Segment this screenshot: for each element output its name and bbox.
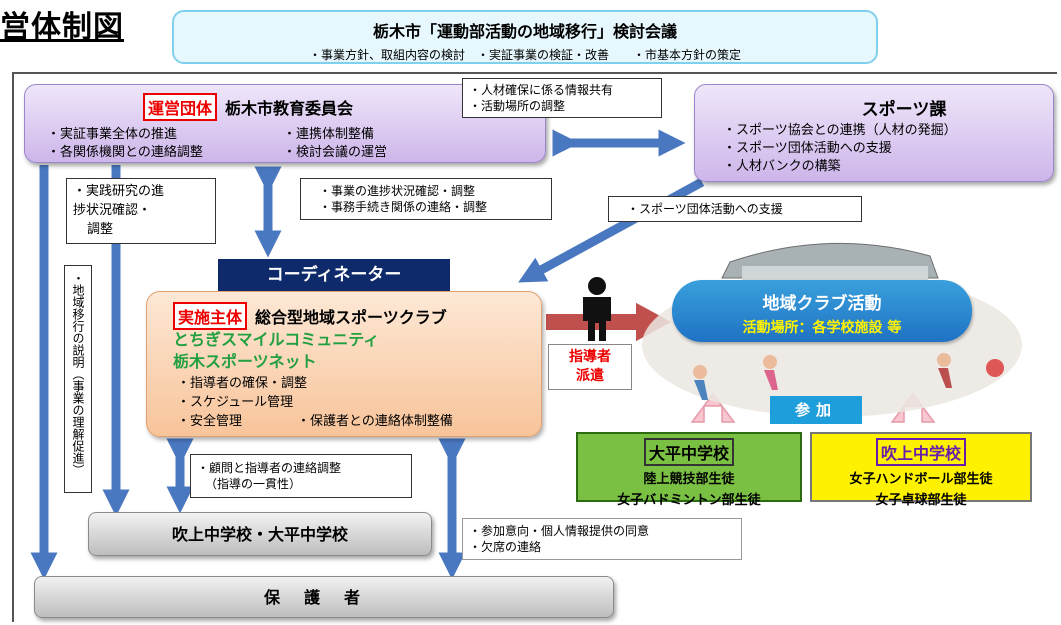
implementer-item: ・安全管理 [177,414,243,429]
note-line: ・参加意向・個人情報提供の同意 [469,524,650,538]
implementer-item: ・保護者との連絡体制整備 [297,414,453,429]
note-line: ・顧問と指導者の連絡調整 [197,461,342,475]
page-title: 営体制図 [0,10,124,45]
person-icon [583,277,611,341]
club-activity-box: 地域クラブ活動 活動場所：各学校施設 等 [672,280,972,342]
sports-division-item: ・スポーツ団体活動への支援 [723,141,892,156]
guardians-box: 保護者 [34,576,614,618]
note-line: ・欠席の連絡 [469,540,542,554]
note-line: ・実践研究の進 [73,184,165,199]
implementer-item: ・指導者の確保・調整 [177,376,308,391]
implementer-item: ・スケジュール管理 [177,395,294,410]
board-item: ・検討会議の運営 [283,145,388,160]
implementer-tag: 実施主体 [173,302,248,330]
council-title: 栃木市「運動部活動の地域移行」検討会議 [372,22,677,41]
ohira-school-name: 大平中学校 [643,438,734,466]
fukiage-school-box: 吹上中学校 女子ハンドボール部生徒 女子卓球部生徒 [810,432,1032,508]
note-line: ・人材確保に係る情報共有 [469,83,614,97]
dispatch-label: 指導者 派遣 [548,344,632,390]
board-item: ・各関係機関との連絡調整 [47,145,203,160]
board-box: 運営団体栃木市教育委員会 ・実証事業全体の推進 ・連携体制整備 ・各関係機関との… [24,84,546,163]
note-line: ・事業の進捗状況確認・調整 [319,184,476,198]
note-explain: ・地域移行の説明（事業の理解促進） [64,265,92,493]
council-box: 栃木市「運動部活動の地域移行」検討会議 ・事業方針、取組内容の検討 ・実証事業の… [172,10,878,64]
board-item: ・実証事業全体の推進 [47,127,178,142]
implementer-name: 総合型地域スポーツクラブ [255,308,447,327]
sports-division-item: ・人材バンクの構築 [723,159,841,174]
fukiage-school-name: 吹上中学校 [875,438,966,466]
dispatch-line: 派遣 [576,368,604,384]
board-name: 栃木市教育委員会 [225,99,354,118]
note-line: 調整 [87,222,114,237]
ohira-club: 女子バドミントン部生徒 [617,493,761,508]
note-line: （指導の一貫性） [205,477,302,491]
fukiage-club: 女子卓球部生徒 [875,493,967,508]
club-name: とちぎスマイルコミュニティ [173,330,380,349]
note-line: ・スポーツ団体活動への支援 [627,202,783,216]
sports-division-item: ・スポーツ協会との連携（人材の発掘） [723,123,957,138]
board-tag: 運営団体 [143,93,218,121]
sports-division-title: スポーツ課 [861,100,947,120]
note-progress: ・実践研究の進 捗状況確認・ 調整 [66,178,216,244]
activity-place: 活動場所：各学校施設 等 [742,320,902,336]
note-line: ・活動場所の調整 [469,99,566,113]
schools-box: 吹上中学校・大平中学校 [88,512,432,556]
note-info-share: ・人材確保に係る情報共有 ・活動場所の調整 [462,78,662,118]
board-header: 運営団体栃木市教育委員会 [143,93,353,121]
note-liaison: ・顧問と指導者の連絡調整 （指導の一貫性） [190,454,412,498]
dispatch-line: 指導者 [569,349,611,365]
outer-frame [12,72,1057,622]
join-label: 参加 [770,396,862,424]
ohira-club: 陸上競技部生徒 [643,472,735,487]
coordinator-box: コーディネーター [218,259,450,291]
note-support: ・スポーツ団体活動への支援 [608,196,862,222]
note-line: 捗状況確認・ [73,203,152,218]
note-business: ・事業の進捗状況確認・調整 ・事務手続き関係の連絡・調整 [300,178,552,220]
note-consent: ・参加意向・個人情報提供の同意 ・欠席の連絡 [462,518,742,560]
activity-title: 地域クラブ活動 [762,294,882,314]
join-arrow-left [690,392,736,423]
club-name: 栃木スポーツネット [173,352,317,371]
implementer-box: 実施主体総合型地域スポーツクラブ とちぎスマイルコミュニティ 栃木スポーツネット… [146,291,542,437]
ohira-school-box: 大平中学校 陸上競技部生徒 女子バドミントン部生徒 [576,432,802,508]
council-items: ・事業方針、取組内容の検討 ・実証事業の検証・改善 ・市基本方針の策定 [308,48,741,62]
sports-division-box: スポーツ課 ・スポーツ協会との連携（人材の発掘） ・スポーツ団体活動への支援 ・… [694,84,1054,182]
board-item: ・連携体制整備 [283,127,375,142]
fukiage-club: 女子ハンドボール部生徒 [849,472,993,487]
implementer-header: 実施主体総合型地域スポーツクラブ [173,302,447,330]
note-line: ・事務手続き関係の連絡・調整 [319,200,488,214]
